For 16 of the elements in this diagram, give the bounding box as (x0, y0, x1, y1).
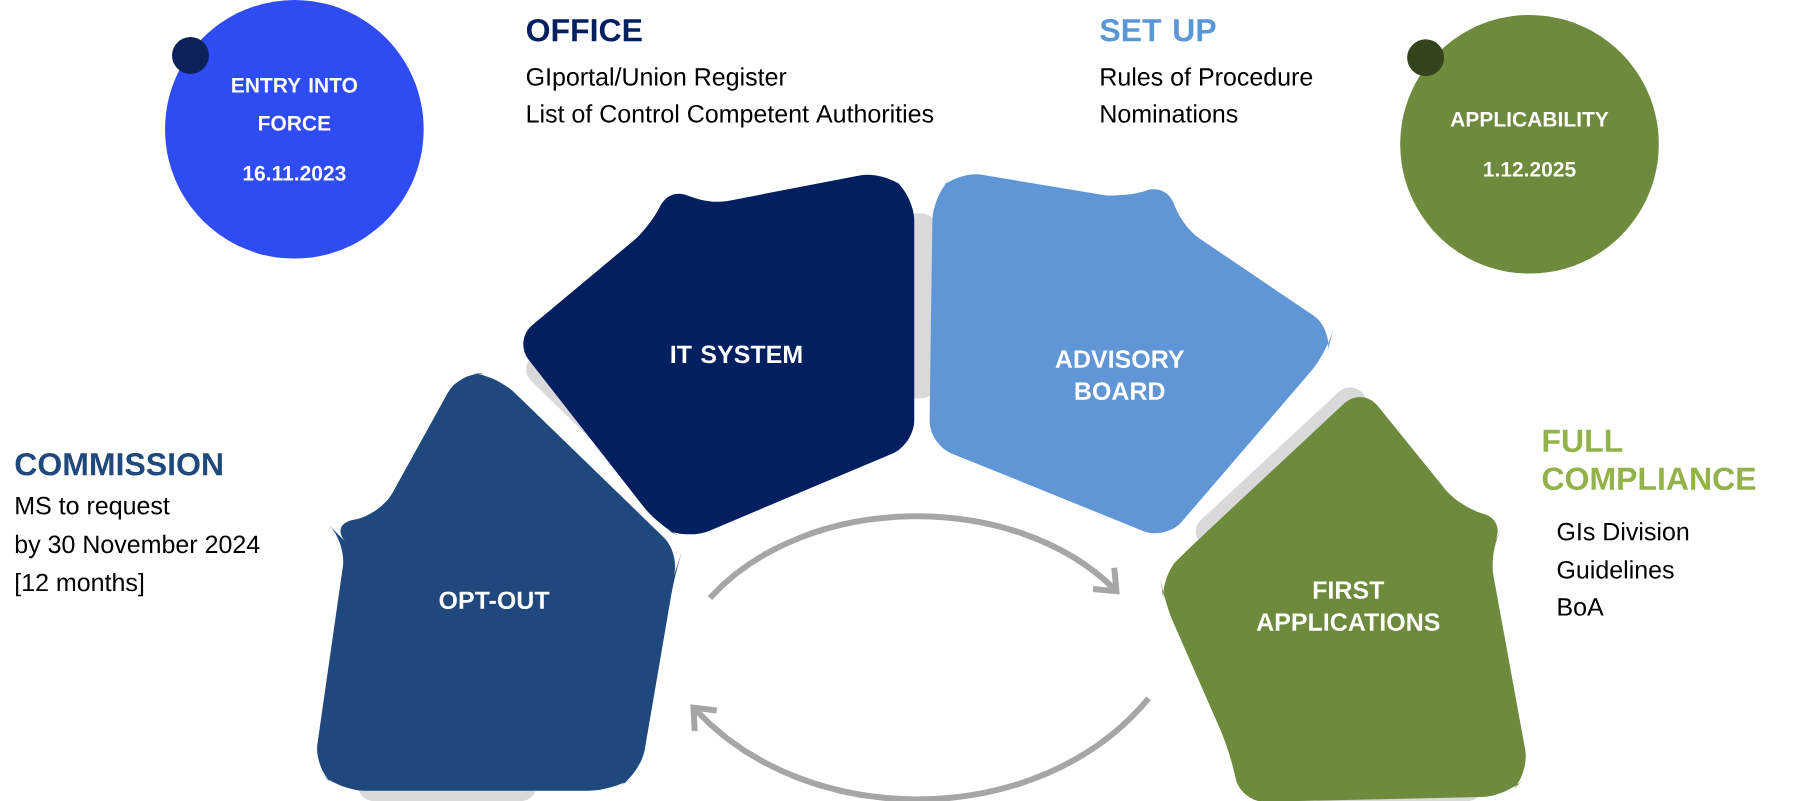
note-text: [12 months] (16, 572, 144, 597)
note-text: Guidelines (1557, 560, 1674, 579)
note-text: MS to request (16, 496, 170, 520)
heading: COMMISSION (15, 452, 222, 476)
note-text: Rules of Procedure (1101, 67, 1313, 86)
note-text: List of Control Competent Authorities (527, 104, 934, 128)
cycle-arrow (707, 513, 1120, 601)
heading: OFFICE (526, 18, 642, 42)
note-text: BoA (1558, 598, 1604, 616)
cycle-arrow (690, 696, 1151, 801)
note-text: by 30 November 2024 (15, 534, 260, 559)
heading: SET UP (1100, 18, 1216, 42)
heading: FULL COMPLIANCE (1542, 429, 1756, 491)
note-text: GIportal/Union Register (526, 67, 787, 91)
note-text: Nominations (1101, 104, 1238, 123)
note-text: GIs Division (1557, 522, 1689, 541)
